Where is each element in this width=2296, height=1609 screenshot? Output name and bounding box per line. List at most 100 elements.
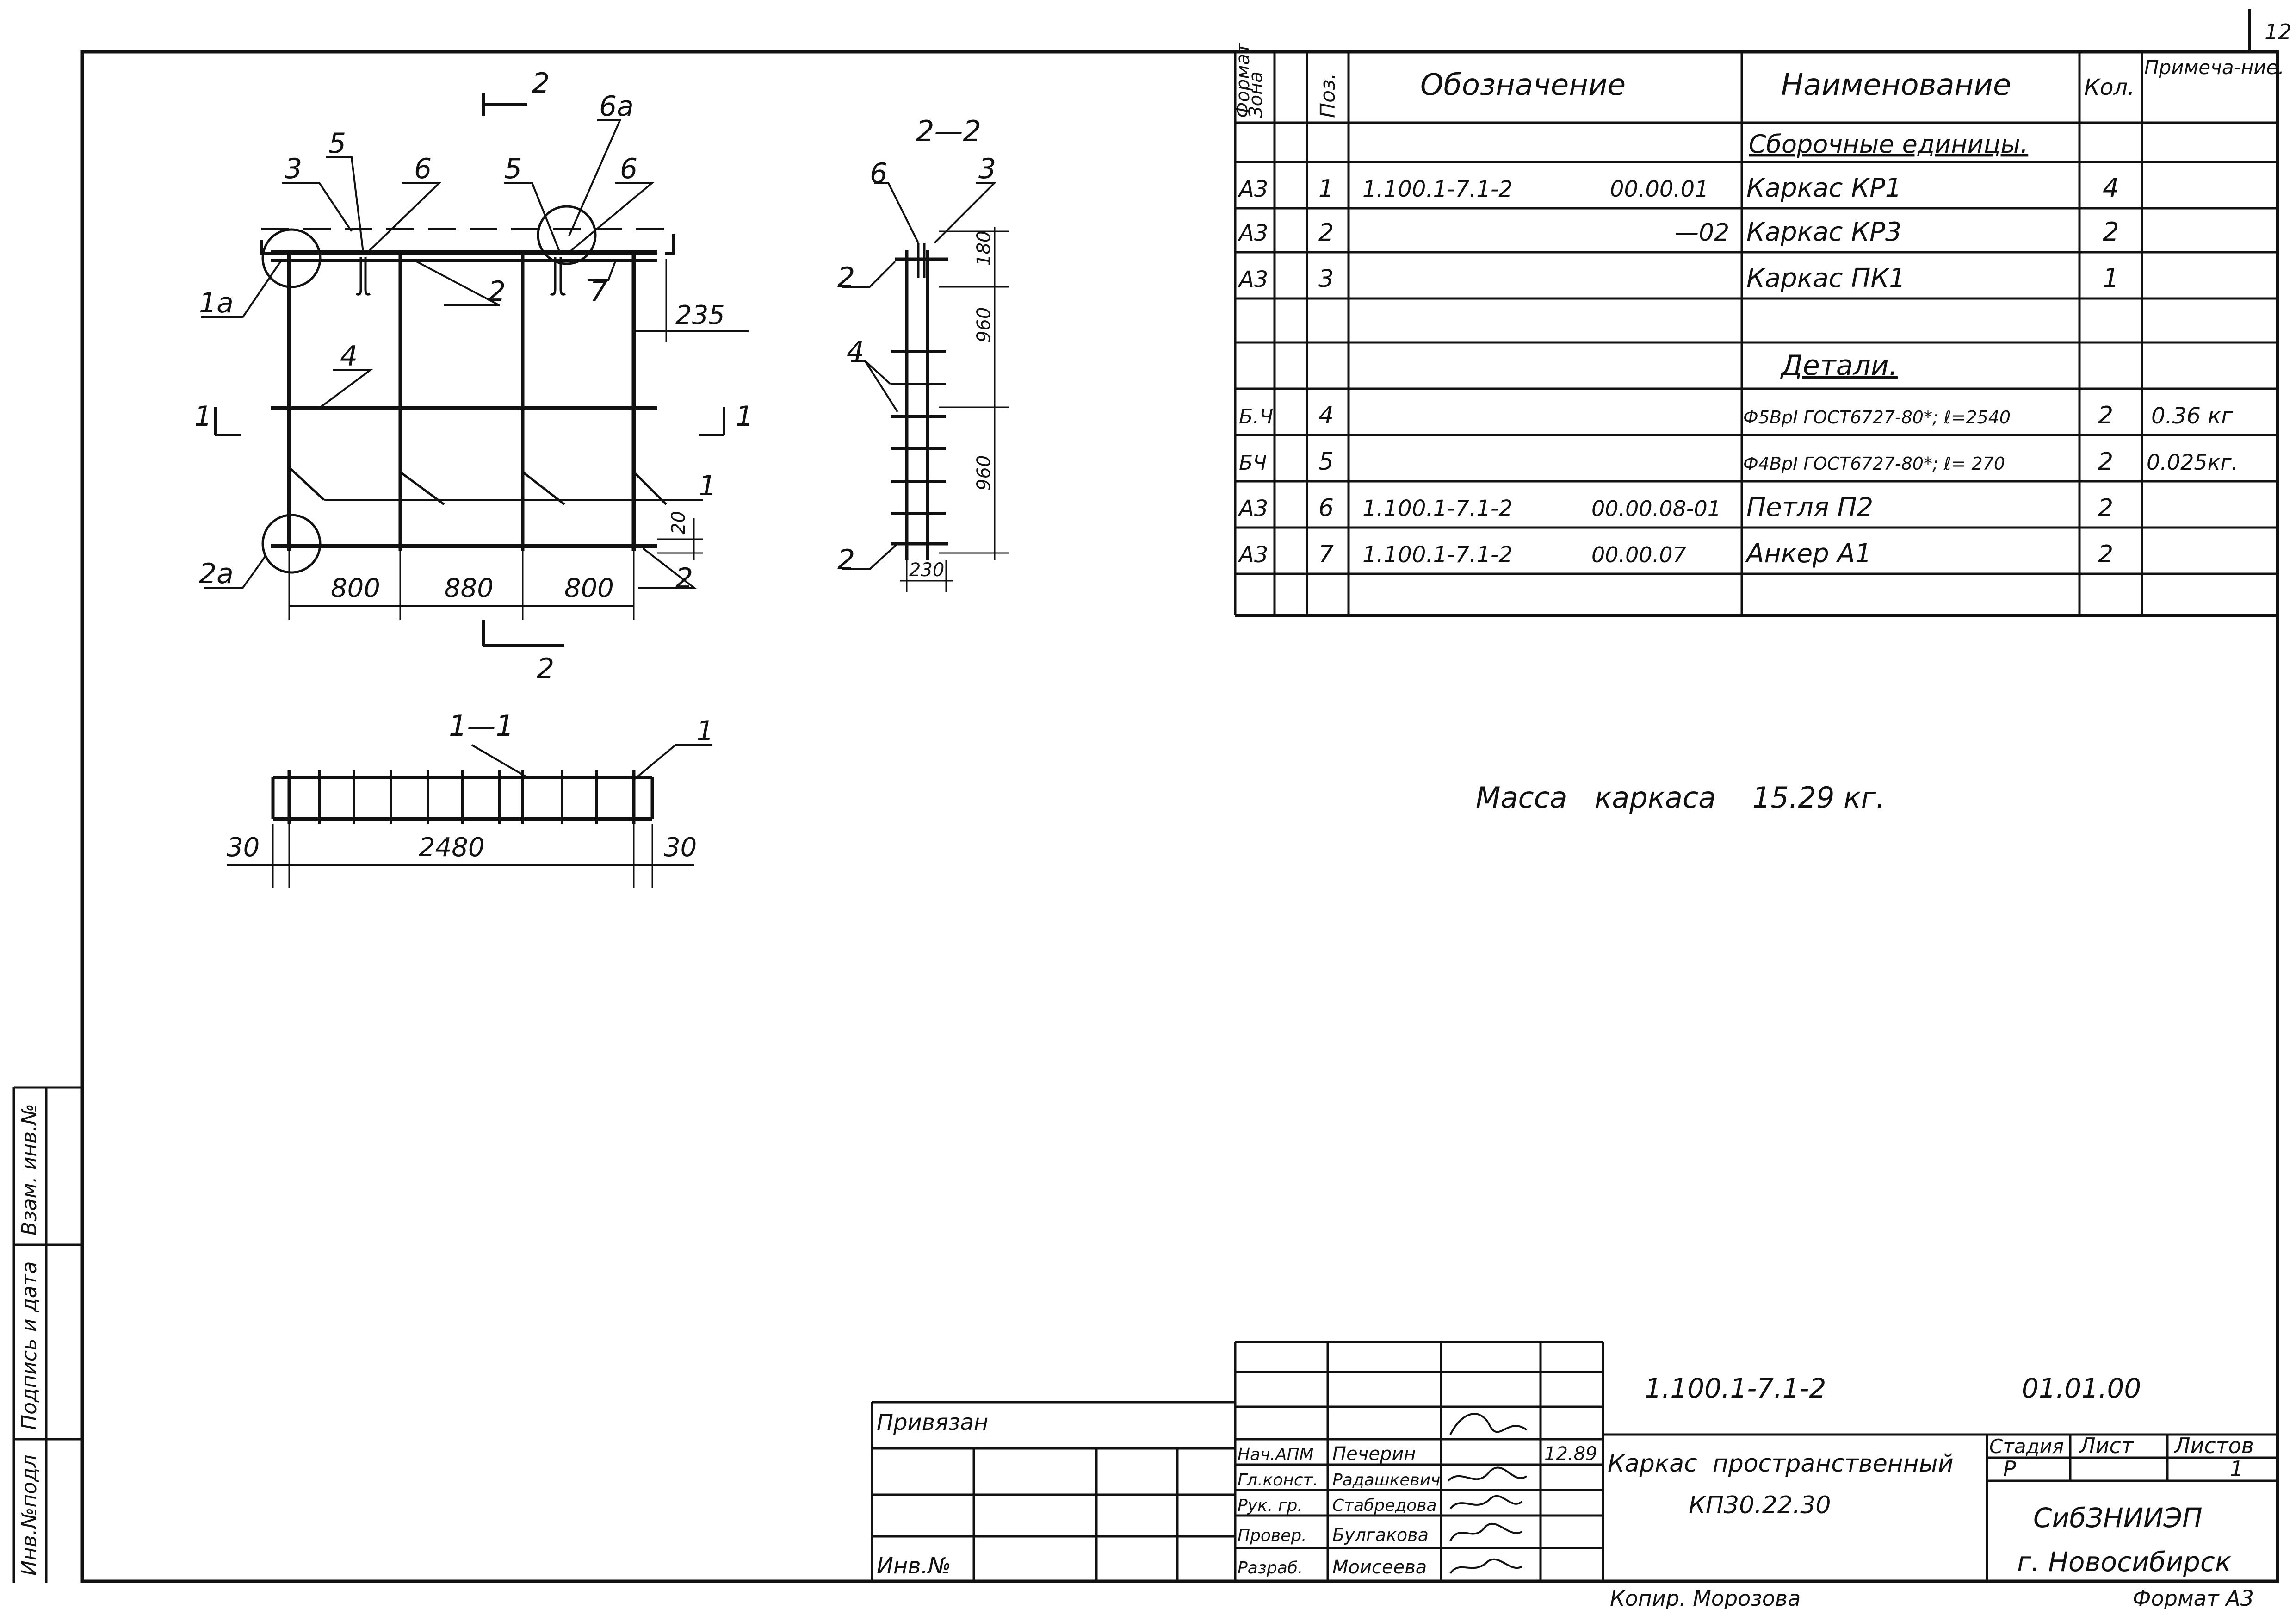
pos-label: 2 bbox=[837, 544, 855, 576]
pos-label: 3 bbox=[285, 153, 302, 185]
sig-name: Стабредова bbox=[1332, 1496, 1437, 1515]
row-name: Петля П2 bbox=[1746, 492, 1873, 522]
side-view-labels: 2—2 6 3 2 4 2 180 960 960 230 bbox=[837, 114, 996, 581]
cut-mark-1-right: 1 bbox=[736, 400, 753, 433]
sig-role: Провер. bbox=[1238, 1526, 1307, 1545]
row-qty: 2 bbox=[2098, 402, 2113, 429]
title-block: 1.100.1-7.1-2 01.01.00 Каркас пространст… bbox=[1238, 1373, 2254, 1578]
row-num: 00.00.08-01 bbox=[1591, 496, 1721, 521]
front-view bbox=[201, 93, 749, 647]
pos-label: 6a bbox=[599, 90, 634, 123]
cut-mark-2-top: 2 bbox=[532, 67, 550, 99]
row-code: 1.100.1-7.1-2 bbox=[1362, 176, 1513, 202]
row-pos: 6 bbox=[1318, 494, 1334, 522]
row-qty: 2 bbox=[2098, 448, 2113, 476]
pos-label: 6 bbox=[870, 157, 887, 190]
title-line-1: Каркас пространственный bbox=[1608, 1450, 1954, 1478]
pos-label: 7 bbox=[590, 275, 607, 308]
stage-value: Р bbox=[2003, 1456, 2016, 1481]
row-format: A3 bbox=[1238, 176, 1268, 202]
row-pos: 3 bbox=[1318, 265, 1334, 293]
row-qty: 2 bbox=[2098, 494, 2113, 522]
sig-name: Радашкевич bbox=[1332, 1471, 1440, 1490]
pos-label: 6 bbox=[414, 153, 432, 185]
sheet-label: Лист bbox=[2079, 1433, 2134, 1458]
row-name: Каркас КР3 bbox=[1746, 217, 1902, 247]
inv-no-label: Инв.№ bbox=[877, 1553, 951, 1579]
dim-label: 30 bbox=[664, 832, 697, 863]
side-stamp: Инв.№подл Подпись и дата Взам. инв.№ bbox=[12, 1086, 82, 1583]
pos-label: 1a bbox=[199, 287, 234, 319]
stage-label: Стадия bbox=[1989, 1435, 2064, 1458]
sign-date-label: Подпись и дата bbox=[18, 1261, 41, 1430]
row-format: A3 bbox=[1238, 542, 1268, 568]
row-name: Ф5ВрI ГОСТ6727-80*; ℓ=2540 bbox=[1743, 407, 2011, 428]
section-assemblies: Сборочные единицы. bbox=[1749, 130, 2028, 159]
pos-label: 6 bbox=[620, 153, 637, 185]
sig-name: Булгакова bbox=[1332, 1525, 1429, 1545]
linkage-block: Привязан Инв.№ bbox=[871, 1401, 1235, 1581]
pos-label: 4 bbox=[340, 340, 358, 373]
row-format: A3 bbox=[1238, 220, 1268, 246]
row-pos: 7 bbox=[1318, 540, 1334, 568]
pos-label: 5 bbox=[328, 127, 346, 160]
dim-label: 880 bbox=[444, 573, 494, 603]
dim-label: 800 bbox=[331, 573, 380, 603]
title-block-grid bbox=[1234, 1341, 2277, 1581]
header-format: Формат bbox=[1232, 42, 1254, 118]
row-pos: 2 bbox=[1318, 219, 1334, 247]
row-num: 00.00.01 bbox=[1610, 176, 1709, 202]
dim-label: 960 bbox=[973, 455, 995, 491]
pos-label: 1 bbox=[696, 715, 714, 747]
inv-podl-label: Инв.№подл bbox=[18, 1454, 41, 1576]
row-name: Ф4ВрI ГОСТ6727-80*; ℓ= 270 bbox=[1743, 454, 2005, 474]
pos-label: 1 bbox=[699, 470, 716, 502]
row-num: —02 bbox=[1675, 219, 1729, 247]
dim-label: 960 bbox=[973, 307, 995, 342]
front-view-labels: 2 2 1 1 1a 3 5 6 2 5 6a 6 7 4 1 2 2a 235… bbox=[194, 67, 753, 685]
section-parts: Детали. bbox=[1780, 349, 1898, 382]
sheet-frame: 12 bbox=[80, 9, 2292, 1583]
pos-label: 5 bbox=[504, 153, 522, 185]
sheets-value: 1 bbox=[2230, 1456, 2243, 1481]
row-qty: 2 bbox=[2103, 217, 2119, 247]
dim-label: 230 bbox=[909, 559, 944, 581]
row-qty: 2 bbox=[2098, 540, 2113, 568]
pos-label: 3 bbox=[978, 153, 996, 185]
org-line-2: г. Новосибирск bbox=[2017, 1546, 2231, 1578]
dim-label: 2480 bbox=[419, 832, 485, 863]
row-format: Б.Ч bbox=[1239, 405, 1273, 429]
header-name: Наименование bbox=[1781, 68, 2011, 102]
header-zone: Зона bbox=[1245, 71, 1267, 118]
format-label: Формат А3 bbox=[2133, 1586, 2254, 1609]
date-value: 12.89 bbox=[1544, 1443, 1597, 1465]
dim-label: 235 bbox=[675, 300, 725, 330]
doc-code: 1.100.1-7.1-2 bbox=[1645, 1373, 1826, 1404]
row-pos: 1 bbox=[1318, 175, 1334, 203]
row-format: A3 bbox=[1238, 496, 1268, 522]
spec-table-grid bbox=[1234, 52, 2277, 617]
sheets-label: Листов bbox=[2173, 1433, 2254, 1458]
pos-label: 4 bbox=[847, 335, 864, 368]
header-qty: Кол. bbox=[2084, 75, 2135, 100]
row-name: Анкер А1 bbox=[1745, 539, 1871, 569]
privyazan-label: Привязан bbox=[877, 1410, 988, 1435]
section-2-2-title: 2—2 bbox=[916, 114, 981, 148]
header-pos: Поз. bbox=[1316, 73, 1340, 118]
dim-label: 20 bbox=[668, 511, 689, 534]
spec-table: Формат Зона Поз. Обозначение Наименовани… bbox=[1232, 42, 2284, 569]
plan-view-labels: 1—1 1 30 2480 30 bbox=[227, 709, 714, 863]
org-line-1: СибЗНИИЭП bbox=[2033, 1502, 2203, 1534]
row-pos: 4 bbox=[1318, 402, 1334, 429]
sig-role: Нач.АПМ bbox=[1238, 1445, 1314, 1464]
section-1-1-title: 1—1 bbox=[449, 709, 514, 743]
row-note: 0.36 кг bbox=[2151, 403, 2233, 429]
row-note: 0.025кг. bbox=[2147, 450, 2238, 475]
doc-num: 01.01.00 bbox=[2022, 1373, 2141, 1404]
pos-label: 2a bbox=[199, 558, 234, 590]
pos-label: 2 bbox=[675, 562, 693, 595]
sig-role: Гл.конст. bbox=[1238, 1471, 1318, 1490]
row-name: Каркас ПК1 bbox=[1746, 263, 1906, 293]
